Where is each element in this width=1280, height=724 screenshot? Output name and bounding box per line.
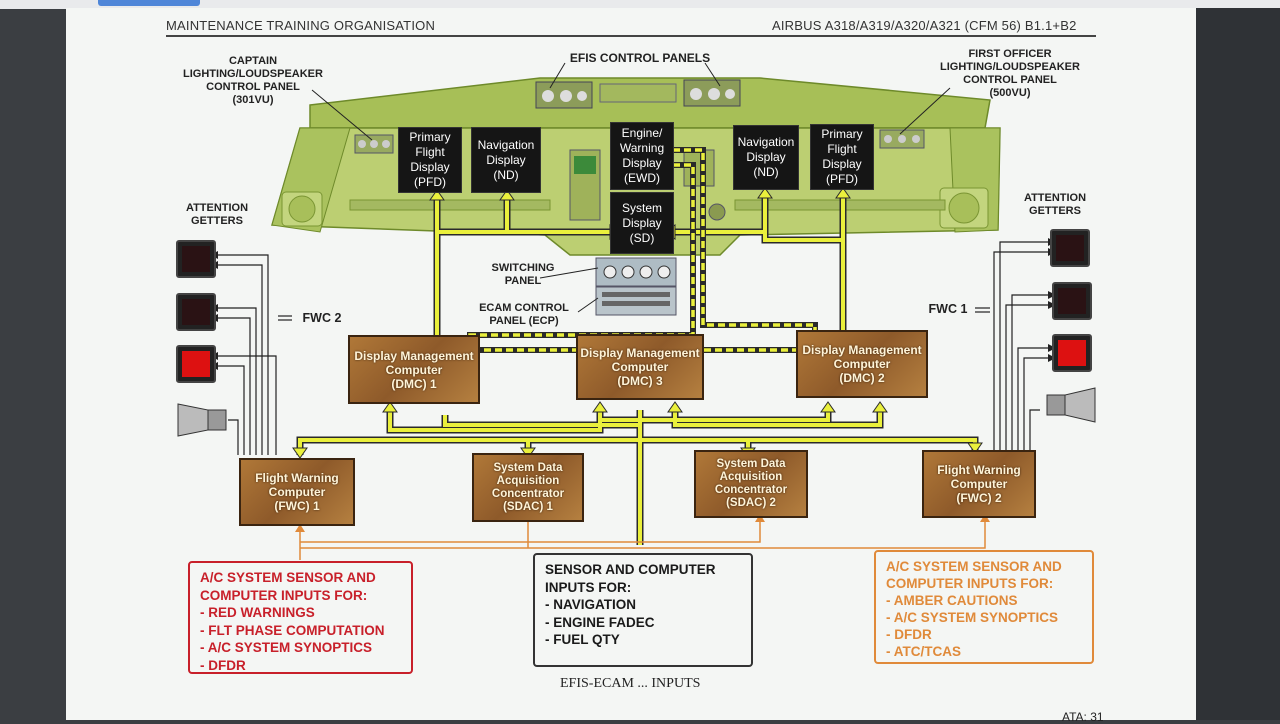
window-top-bar <box>0 0 1280 9</box>
header-rule <box>166 35 1096 37</box>
loudspeaker-left-icon <box>177 403 227 437</box>
ecp-label: ECAM CONTROL PANEL (ECP) <box>479 302 569 327</box>
active-tab-indicator[interactable] <box>98 0 200 6</box>
label-leaders <box>311 62 951 313</box>
autoland-right-face <box>1058 340 1086 366</box>
master-caution-right-getter[interactable] <box>1052 282 1092 320</box>
fwc1-wiring-label: FWC 1 <box>928 302 968 316</box>
efis-control-panels-label: EFIS CONTROL PANELS <box>569 51 711 65</box>
red-inputs-box: A/C SYSTEM SENSOR AND COMPUTER INPUTS FO… <box>188 561 413 674</box>
master-caution-left-face <box>182 299 210 325</box>
header-title-right: AIRBUS A318/A319/A320/A321 (CFM 56) B1.1… <box>772 18 1077 33</box>
input-lines <box>299 520 986 560</box>
master-warning-left-getter[interactable] <box>176 240 216 278</box>
attention-getters-right-label: ATTENTION GETTERS <box>1023 192 1087 217</box>
ewd-screen: Engine/ Warning Display (EWD) <box>610 122 674 190</box>
switching-panel-label: SWITCHING PANEL <box>491 262 555 287</box>
ata-footer: ATA: 31 <box>1062 710 1104 724</box>
header-title-left: MAINTENANCE TRAINING ORGANISATION <box>166 18 436 33</box>
amber-inputs-box: A/C SYSTEM SENSOR AND COMPUTER INPUTS FO… <box>874 550 1094 664</box>
fwc2-box: Flight Warning Computer (FWC) 2 <box>922 450 1036 518</box>
master-warning-right-getter[interactable] <box>1050 229 1090 267</box>
master-caution-left-getter[interactable] <box>176 293 216 331</box>
autoland-right-getter[interactable] <box>1052 334 1092 372</box>
master-caution-right-face <box>1058 288 1086 314</box>
fwc2-wiring-label: FWC 2 <box>302 311 342 325</box>
fwc2-wiring <box>218 254 292 455</box>
pfd-right-screen: Primary Flight Display (PFD) <box>810 124 874 190</box>
captain-panel-label: CAPTAIN LIGHTING/LOUDSPEAKER CONTROL PAN… <box>183 55 323 106</box>
nd-left-screen: Navigation Display (ND) <box>471 127 541 193</box>
dmc2-box: Display Management Computer (DMC) 2 <box>796 330 928 398</box>
autoland-left-face <box>182 351 210 377</box>
attention-getters-left-label: ATTENTION GETTERS <box>185 202 249 227</box>
fwc1-box: Flight Warning Computer (FWC) 1 <box>239 458 355 526</box>
center-inputs-box: SENSOR AND COMPUTER INPUTS FOR: - NAVIGA… <box>533 553 753 667</box>
master-warning-left-face <box>182 246 210 272</box>
fwc1-wiring <box>975 241 1048 450</box>
dmc1-box: Display Management Computer (DMC) 1 <box>348 335 480 404</box>
switching-panel-ecp-graphic <box>595 257 677 316</box>
sd-screen: System Display (SD) <box>610 192 674 254</box>
first-officer-panel-label: FIRST OFFICER LIGHTING/LOUDSPEAKER CONTR… <box>940 48 1080 99</box>
sdac1-box: System Data Acquisition Concentrator (SD… <box>472 453 584 522</box>
figure-caption: EFIS-ECAM ... INPUTS <box>560 676 701 691</box>
nd-right-screen: Navigation Display (ND) <box>733 125 799 190</box>
pfd-left-screen: Primary Flight Display (PFD) <box>398 127 462 193</box>
dmc3-box: Display Management Computer (DMC) 3 <box>576 334 704 400</box>
right-background <box>1196 8 1280 720</box>
autoland-left-getter[interactable] <box>176 345 216 383</box>
loudspeaker-right-icon <box>1046 387 1096 423</box>
sdac2-box: System Data Acquisition Concentrator (SD… <box>694 450 808 518</box>
master-warning-right-face <box>1056 235 1084 261</box>
